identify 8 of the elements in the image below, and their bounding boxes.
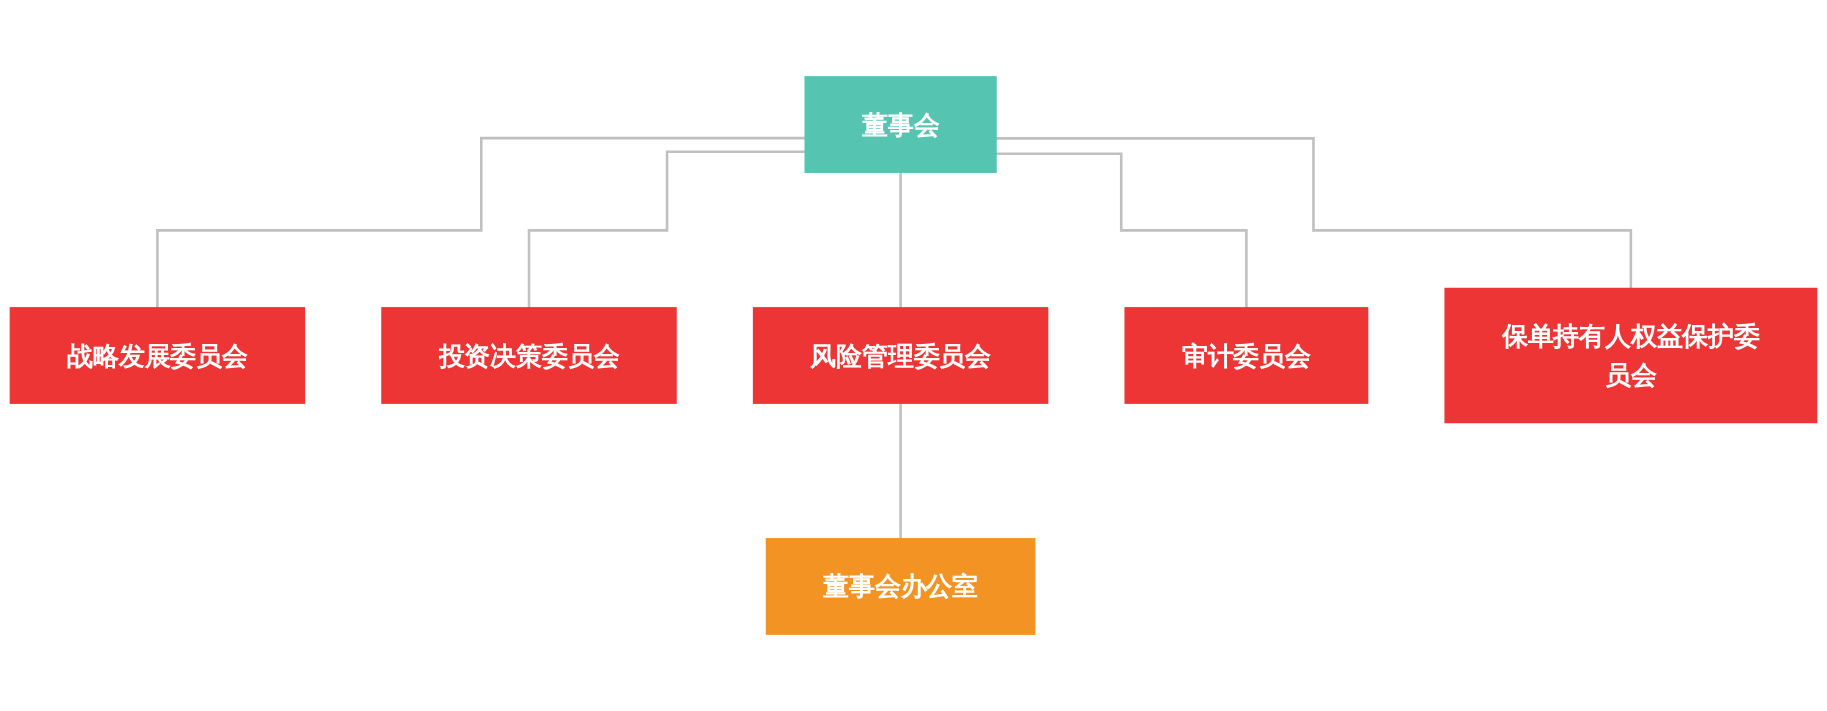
connector	[996, 137, 1633, 290]
node-box: 董事会办公室	[765, 538, 1036, 635]
node-box: 审计委员会	[1124, 307, 1369, 404]
node-box: 保单持有人权益保护委员会	[1444, 287, 1818, 424]
node-box: 董事会	[804, 76, 997, 173]
node-box: 投资决策委员会	[381, 307, 677, 404]
node-box: 战略发展委员会	[9, 307, 306, 404]
node-box: 风险管理委员会	[752, 307, 1049, 404]
